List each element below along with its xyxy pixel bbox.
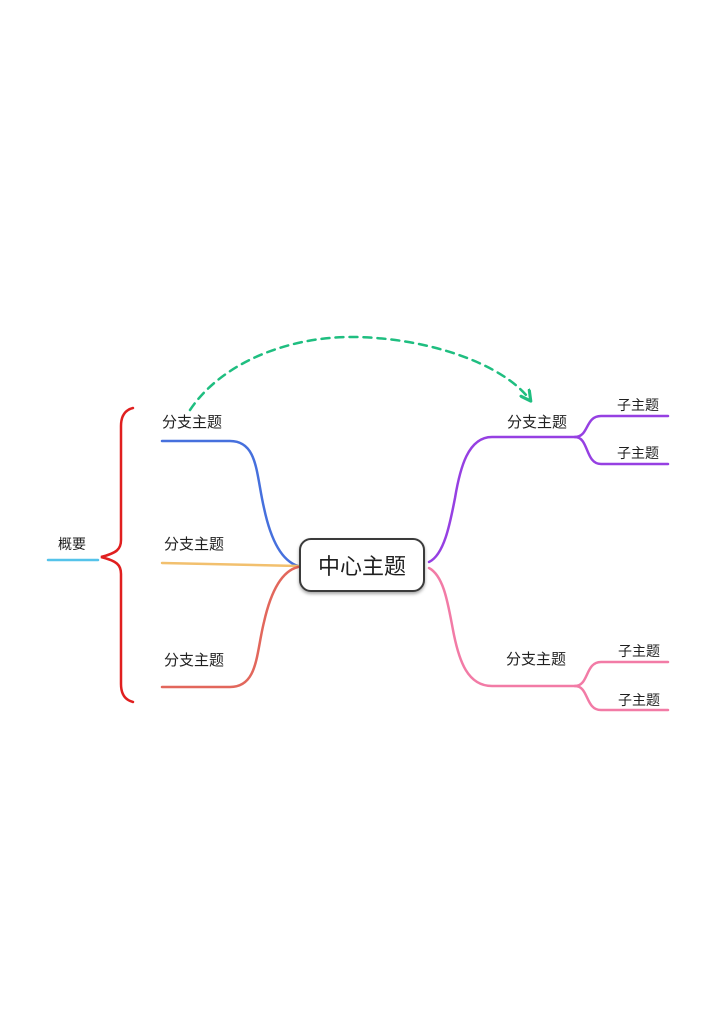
summary-brace[interactable]	[100, 406, 135, 704]
subtopic-line-right-top-1	[573, 414, 670, 439]
subtopic-line-right-top-2	[573, 435, 670, 466]
branch-node-left-top[interactable]: 分支主题	[162, 414, 223, 431]
branch-line-left-middle	[160, 561, 300, 568]
branch-node-right-top[interactable]: 分支主题	[507, 414, 568, 431]
subtopic-node-right-top-1[interactable]: 子主题	[617, 397, 659, 413]
relationship-line[interactable]	[188, 335, 530, 412]
subtopic-node-right-top-2[interactable]: 子主题	[617, 445, 659, 461]
subtopic-line-right-bottom-1	[573, 660, 670, 688]
branch-line-right-top	[427, 435, 577, 564]
branch-line-left-top	[160, 439, 300, 568]
subtopic-node-right-bottom-1[interactable]: 子主题	[618, 643, 660, 659]
summary-node[interactable]: 概要	[58, 536, 86, 552]
branch-node-left-bottom[interactable]: 分支主题	[164, 652, 225, 669]
central-topic-label: 中心主题	[317, 554, 406, 579]
branch-node-left-middle[interactable]: 分支主题	[164, 536, 225, 553]
subtopic-line-right-bottom-2	[573, 684, 670, 712]
central-topic-node[interactable]: 中心主题	[299, 538, 425, 592]
branch-node-right-bottom[interactable]: 分支主题	[506, 651, 567, 668]
branch-line-right-bottom	[427, 566, 577, 688]
branch-line-left-bottom	[160, 565, 300, 689]
subtopic-node-right-bottom-2[interactable]: 子主题	[618, 692, 660, 708]
